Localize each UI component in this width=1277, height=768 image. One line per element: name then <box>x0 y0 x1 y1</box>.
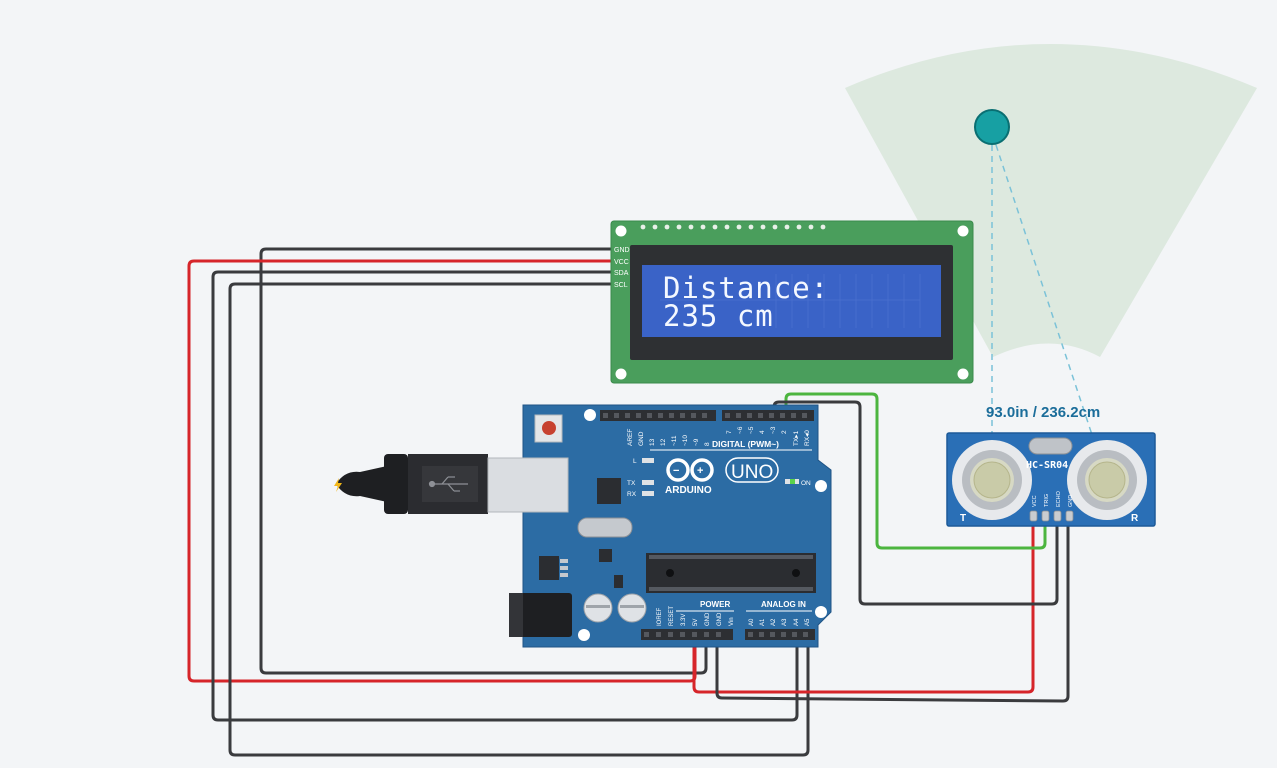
led-label-rx: RX <box>627 491 637 498</box>
sensor-pin-trig-label: TRIG <box>1044 494 1050 507</box>
pin-label-gnd-p1: GND <box>705 612 711 626</box>
lcd-pin-scl-label: SCL <box>614 282 628 289</box>
pin-label-a5: A5 <box>805 618 811 626</box>
sensor-pin-gnd-label: GND <box>1068 495 1074 507</box>
wire-lcd-sda[interactable] <box>211 270 799 722</box>
pin-label-gnd-p2: GND <box>717 612 723 626</box>
wire-sensor-trig[interactable] <box>784 392 1047 550</box>
pin-label-13: 13 <box>649 438 656 446</box>
arduino-model: UNO <box>731 462 773 483</box>
usb-cable[interactable] <box>336 454 569 514</box>
sensor-pin-echo-label: ECHO <box>1056 490 1062 507</box>
arduino-brand: ARDUINO <box>665 485 712 496</box>
pin-label-gnd-d: GND <box>638 431 645 446</box>
lcd-line-1: Distance: <box>663 271 829 305</box>
led-label-tx: TX <box>627 480 636 487</box>
pin-label-2: 2 <box>781 430 788 434</box>
transmitter-transducer <box>952 440 1032 520</box>
distance-readout: 93.0in / 236.2cm <box>986 404 1100 421</box>
target-object-icon[interactable] <box>974 109 1010 145</box>
pin-label-5: ~5 <box>748 426 755 434</box>
pin-label-0: RX◂0 <box>804 430 811 446</box>
pin-label-10: ~10 <box>682 435 689 446</box>
pin-label-4: 4 <box>759 430 766 434</box>
pin-label-a1: A1 <box>760 618 766 626</box>
pin-label-vin: Vin <box>729 617 735 626</box>
wire-lcd-gnd[interactable] <box>259 247 708 675</box>
crystal <box>577 517 633 538</box>
sensor-r-mark: R <box>1131 513 1139 524</box>
ultrasonic-sensor[interactable]: HC-SR04 VCC TRIG ECHO GND T R <box>946 432 1156 527</box>
pin-label-a3: A3 <box>782 618 788 626</box>
detection-zone <box>845 44 1257 357</box>
pin-label-12: 12 <box>660 438 667 446</box>
pin-label-5v: 5V <box>693 619 699 626</box>
digital-label: DIGITAL (PWM~) <box>712 439 779 449</box>
usb-lightning-icon <box>334 478 342 492</box>
pin-label-a0: A0 <box>749 618 755 626</box>
sensing-lines <box>991 144 1108 481</box>
power-label: POWER <box>700 600 730 609</box>
usb-plug-icon <box>428 476 468 492</box>
power-jack[interactable] <box>509 593 572 637</box>
pin-label-6: ~6 <box>737 426 744 434</box>
usb-chip <box>597 478 621 504</box>
pin-label-1: TX▸1 <box>793 430 800 446</box>
pin-label-3: ~3 <box>770 426 777 434</box>
sensor-pin-vcc-label: VCC <box>1032 495 1038 507</box>
analog-header[interactable] <box>745 629 815 640</box>
pin-label-a2: A2 <box>771 618 777 626</box>
wire-sensor-gnd[interactable] <box>715 518 1070 703</box>
pin-label-reset: RESET <box>669 606 675 626</box>
pin-label-8: 8 <box>704 442 711 446</box>
pin-label-aref: AREF <box>627 429 634 446</box>
arduino-logo-plus: + <box>697 465 703 477</box>
lcd-module[interactable]: Distance: 235 cm GND VCC SDA SCL <box>610 220 974 384</box>
digital-header[interactable] <box>600 410 814 421</box>
wire-sensor-vcc[interactable] <box>692 518 1035 694</box>
atmega-chip <box>646 553 816 593</box>
power-header[interactable] <box>641 629 733 640</box>
lcd-pin-sda-label: SDA <box>614 270 629 277</box>
led-label-l: L <box>633 458 637 465</box>
arduino-logo-minus: − <box>673 465 679 477</box>
pin-label-11: ~11 <box>671 435 678 446</box>
receiver-transducer <box>1067 440 1147 520</box>
pin-label-ioref: IOREF <box>657 607 663 626</box>
arduino-uno-board[interactable]: AREF GND 13 12 ~11 ~10 ~9 8 7 ~6 ~5 4 ~3… <box>509 404 832 648</box>
lcd-pin-gnd-label: GND <box>614 247 630 254</box>
reset-button-icon[interactable] <box>534 414 563 443</box>
wire-lcd-scl[interactable] <box>228 282 810 757</box>
led-label-on: ON <box>801 480 811 487</box>
wire-sensor-echo[interactable] <box>772 400 1059 606</box>
analog-label: ANALOG IN <box>761 600 806 609</box>
lcd-line-2: 235 cm <box>663 299 774 333</box>
lcd-pin-vcc-label: VCC <box>614 259 629 266</box>
sensor-t-mark: T <box>960 513 966 524</box>
arduino-logo-icon <box>666 458 714 482</box>
sensor-model-label: HC-SR04 <box>1026 460 1068 471</box>
pin-label-9: ~9 <box>693 438 700 446</box>
pin-label-3v3: 3.3V <box>681 614 687 626</box>
pin-label-a4: A4 <box>794 618 800 626</box>
pin-label-7: 7 <box>726 430 733 434</box>
